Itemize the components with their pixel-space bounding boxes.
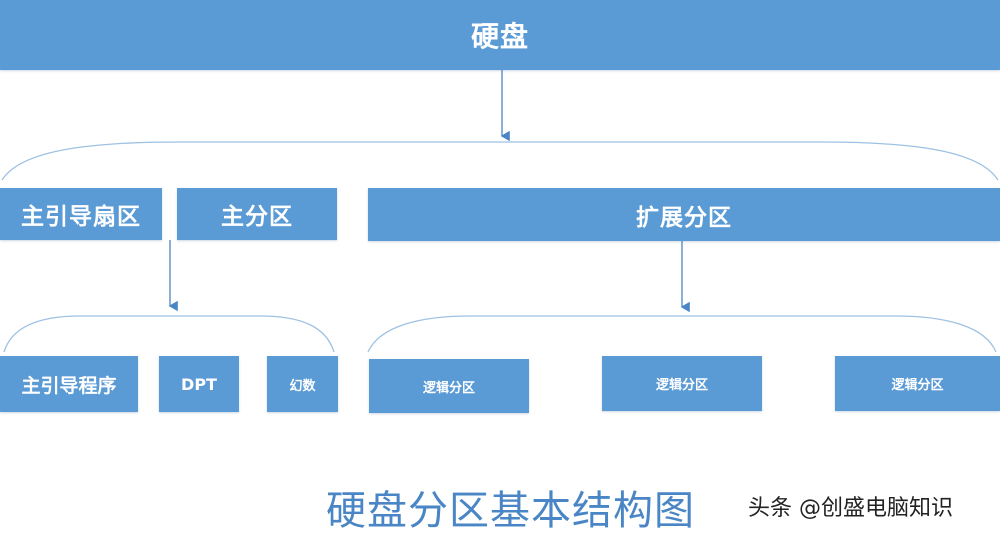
mbr-node: 主引导扇区 — [0, 188, 162, 240]
logical-partition-node: 逻辑分区 — [369, 359, 529, 413]
brace-mbr-children — [3, 315, 335, 353]
brace-level-2 — [1, 141, 999, 181]
brace-logical-children — [367, 315, 997, 353]
extended-partition-node: 扩展分区 — [368, 188, 1000, 241]
boot-program-node: 主引导程序 — [0, 356, 138, 412]
logical-partition-node: 逻辑分区 — [835, 356, 1000, 411]
primary-partition-node: 主分区 — [177, 188, 337, 240]
disk-node: 硬盘 — [0, 0, 1000, 70]
watermark: 头条 @创盛电脑知识 — [748, 496, 953, 521]
logical-partition-node: 逻辑分区 — [602, 356, 762, 411]
magic-number-node: 幻数 — [267, 356, 338, 412]
diagram-caption: 硬盘分区基本结构图 — [326, 488, 695, 534]
dpt-node: DPT — [159, 356, 239, 412]
